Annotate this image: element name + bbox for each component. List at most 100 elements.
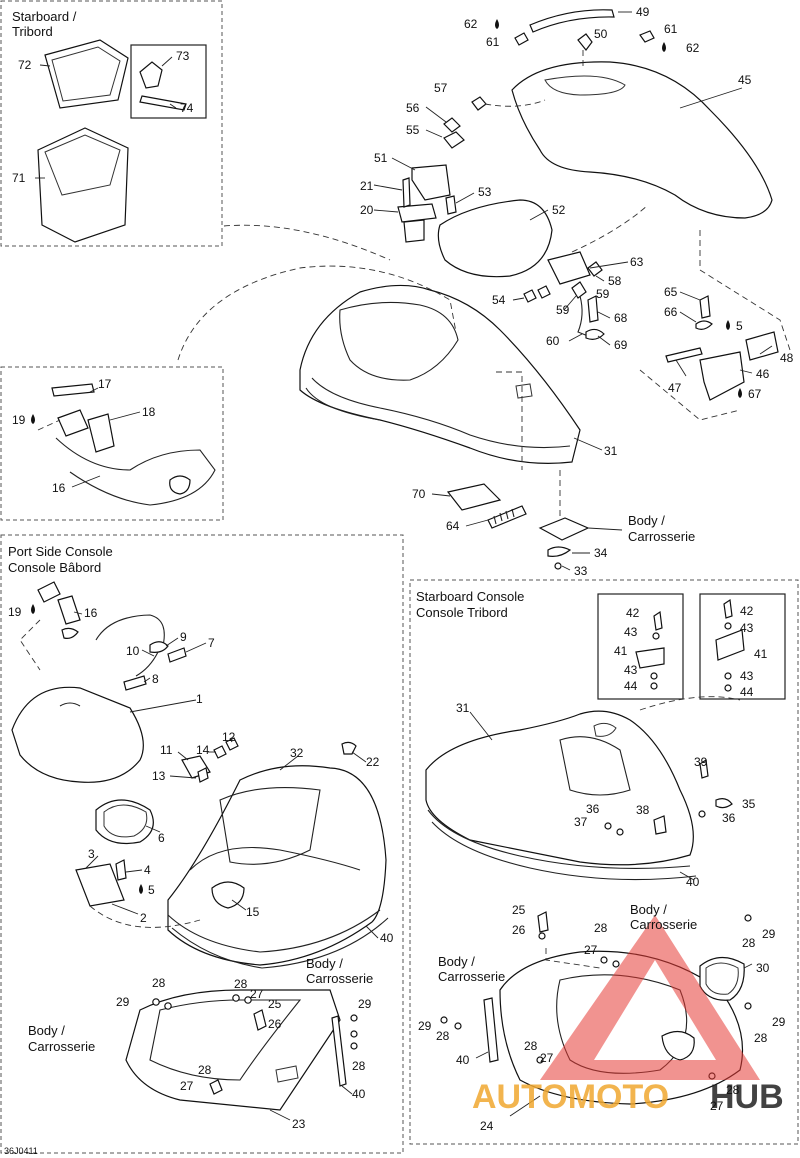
- body-label-port-line1: Body /: [28, 1023, 65, 1038]
- callout: 66: [664, 305, 678, 319]
- callout: 25: [268, 997, 282, 1011]
- hull-31: [299, 284, 581, 464]
- callout: 28: [198, 1063, 212, 1077]
- group-title-stb-console-line1: Starboard Console: [416, 589, 524, 604]
- storage-tray-71: [37, 127, 129, 243]
- callout: 43: [740, 669, 754, 683]
- callout: 6: [158, 831, 165, 845]
- callout: 28: [436, 1029, 450, 1043]
- callout: 20: [360, 203, 374, 217]
- callout: 28: [234, 977, 248, 991]
- callout: 48: [780, 351, 794, 365]
- callout: 27: [250, 987, 264, 1001]
- group-title-stb-console-line2: Console Tribord: [416, 605, 508, 620]
- console-32: [167, 765, 389, 969]
- callout: 28: [594, 921, 608, 935]
- callout: 43: [740, 621, 754, 635]
- callout: 16: [84, 606, 98, 620]
- callout: 27: [584, 943, 598, 957]
- callout: 11: [160, 743, 173, 757]
- callout: 43: [624, 663, 638, 677]
- body-label-stb-left-line2: Carrosserie: [438, 969, 505, 984]
- callout: 33: [574, 564, 588, 578]
- starboard-storage-box: [0, 0, 223, 247]
- callout: 50: [594, 27, 608, 41]
- callout: 38: [636, 803, 650, 817]
- callout: 40: [352, 1087, 366, 1101]
- bolt-detail-box: [130, 44, 207, 119]
- bracket-63-hardware: [523, 251, 605, 340]
- body-label-port-right-line1: Body /: [306, 956, 343, 971]
- console-31-starboard: [425, 710, 697, 881]
- callout: 2: [140, 911, 147, 925]
- callout: 73: [176, 49, 190, 63]
- callout: 71: [12, 171, 26, 185]
- group-title-starboard-line2: Tribord: [12, 24, 53, 39]
- callout: 36: [586, 802, 600, 816]
- callout: 5: [148, 883, 155, 897]
- callout: 35: [742, 797, 756, 811]
- ring-6: [95, 799, 154, 845]
- callout: 58: [608, 274, 622, 288]
- callout: 28: [726, 1083, 740, 1097]
- callout: 39: [694, 755, 708, 769]
- bracket-41-b: [715, 598, 745, 692]
- callout: 37: [574, 815, 588, 829]
- callout: 49: [636, 5, 650, 19]
- body-label-stb-right-line1: Body /: [630, 902, 667, 917]
- hinge-assembly: [665, 295, 779, 401]
- figure-code: 36J0411: [4, 1146, 38, 1156]
- callout: 5: [736, 319, 743, 333]
- callout: 29: [772, 1015, 786, 1029]
- callout: 26: [512, 923, 526, 937]
- callout: 27: [180, 1079, 194, 1093]
- knob-73: [139, 61, 163, 89]
- callout: 19: [8, 605, 22, 619]
- callout: 29: [116, 995, 130, 1009]
- spring-64: [487, 505, 527, 529]
- callout: 28: [742, 936, 756, 950]
- callout: 56: [406, 101, 420, 115]
- callout: 40: [456, 1053, 470, 1067]
- callout: 42: [740, 604, 754, 618]
- seal-40-port: [331, 1015, 347, 1087]
- callout: 41: [754, 647, 768, 661]
- callout: 17: [98, 377, 112, 391]
- group-title-port-line2: Console Bâbord: [8, 560, 101, 575]
- callout: 29: [358, 997, 372, 1011]
- callout: 70: [412, 487, 426, 501]
- callout: 31: [604, 444, 618, 458]
- bracket-detail-box-b: [699, 593, 786, 700]
- callout: 15: [246, 905, 260, 919]
- callout: 65: [664, 285, 678, 299]
- ring-30: [699, 956, 745, 1001]
- callout: 34: [594, 546, 608, 560]
- callout: 4: [144, 863, 151, 877]
- callout: 23: [292, 1117, 306, 1131]
- callout: 60: [546, 334, 560, 348]
- callout: 47: [668, 381, 682, 395]
- callout: 67: [748, 387, 762, 401]
- latch-detail-box: [0, 366, 224, 521]
- grease-drop-icons: [31, 19, 742, 894]
- plug-22: [341, 741, 357, 755]
- storage-bin-72: [44, 39, 129, 109]
- callout: 24: [480, 1119, 494, 1133]
- callout: 52: [552, 203, 566, 217]
- cushion-52: [437, 199, 553, 278]
- callout: 28: [754, 1031, 768, 1045]
- port-console-box: [0, 534, 404, 1154]
- callout: 3: [88, 847, 95, 861]
- callout: 28: [352, 1059, 366, 1073]
- body-label-stb-left-line1: Body /: [438, 954, 475, 969]
- callout: 40: [686, 875, 700, 889]
- callout: 29: [418, 1019, 432, 1033]
- plate-2: [75, 859, 127, 907]
- callout: 62: [686, 41, 700, 55]
- callout: 12: [222, 730, 236, 744]
- callout: 30: [756, 961, 770, 975]
- cover-1: [11, 686, 144, 783]
- pad-70: [446, 483, 502, 511]
- latch-16-port: [37, 581, 81, 639]
